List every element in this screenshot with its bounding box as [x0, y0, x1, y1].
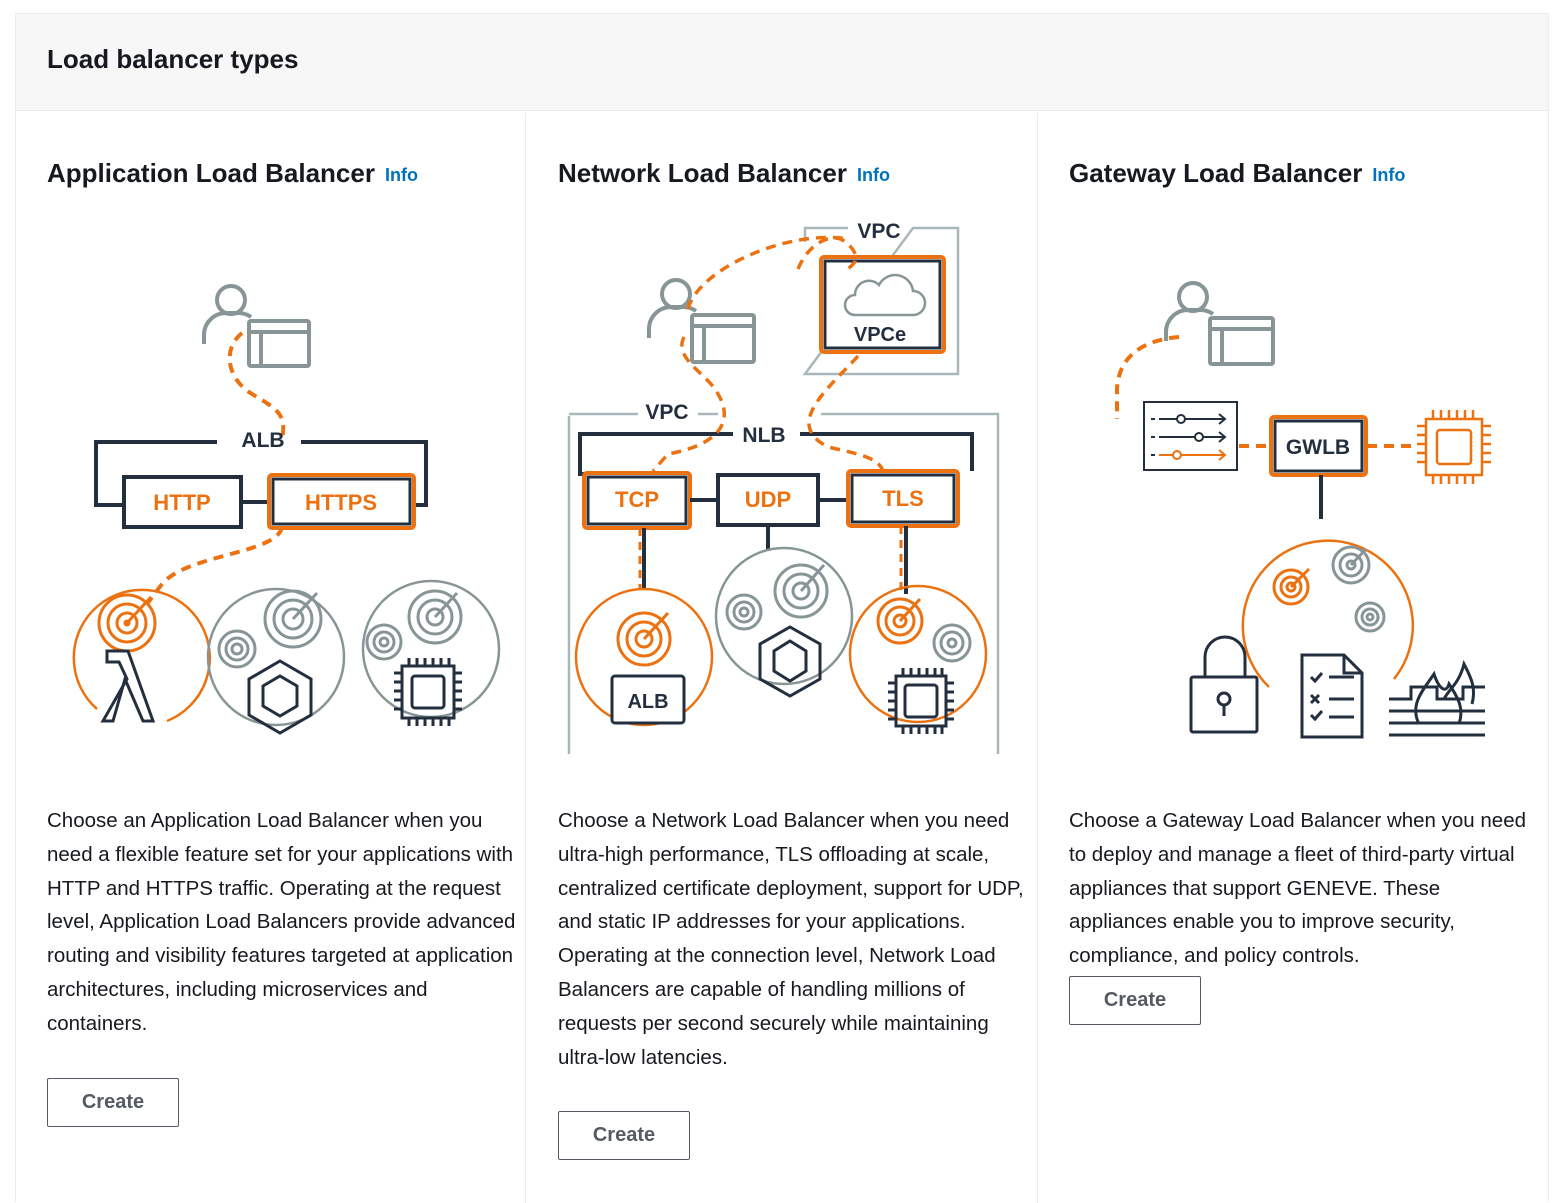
gwlb-title-text: Gateway Load Balancer: [1069, 158, 1363, 188]
alb-diagram: ALB HTTP HTTPS: [72, 284, 501, 735]
chip-icon: [888, 668, 954, 734]
target-icon: [1331, 545, 1386, 633]
instance-target-group: [361, 579, 501, 726]
connection-line: [145, 526, 284, 606]
user-browser-icon: [1164, 281, 1275, 366]
nlb-container-label: NLB: [742, 424, 785, 447]
connection-line: [796, 236, 858, 271]
vpce-label: VPCe: [854, 324, 906, 346]
alb-target-box: [610, 674, 686, 725]
panel-title: Load balancer types: [47, 44, 299, 74]
user-browser-icon: [647, 278, 756, 364]
target-icon: [616, 611, 672, 667]
lambda-icon: [100, 649, 156, 723]
nlb-description: Choose a Network Load Balancer when you …: [558, 809, 1024, 1069]
appliance-fleet-circle: [1241, 539, 1415, 688]
gwlb-box-label: GWLB: [1286, 436, 1350, 459]
target-icon: [97, 593, 157, 653]
instance-target-group: [848, 584, 988, 734]
alb-description: Choose an Application Load Balancer when…: [47, 809, 516, 1035]
alb-target-label: ALB: [627, 691, 668, 713]
panel-header: Load balancer types: [16, 14, 1548, 111]
connection-line: [807, 354, 885, 472]
vpc-main-label: VPC: [645, 401, 688, 424]
gwlb-info-link[interactable]: Info: [1372, 165, 1406, 185]
gwlb-diagram: GWLB: [1115, 281, 1491, 739]
container-target-group: [206, 587, 346, 735]
chip-icon: [394, 658, 462, 726]
nlb-title: Network Load Balancer Info: [558, 158, 890, 189]
target-icon: [876, 597, 924, 645]
compliance-document-icon: [1300, 653, 1364, 739]
gwlb-box: [1273, 419, 1364, 473]
nlb-title-text: Network Load Balancer: [558, 158, 847, 188]
alb-info-link[interactable]: Info: [384, 165, 418, 185]
alb-title: Application Load Balancer Info: [47, 158, 418, 189]
alb-create-button[interactable]: Create: [47, 1078, 179, 1127]
listener-box: [850, 473, 956, 524]
gwlb-title: Gateway Load Balancer Info: [1069, 158, 1405, 189]
alb-target-group: ALB: [574, 587, 714, 727]
load-balancer-types-panel: Load balancer types Application Load Bal…: [15, 13, 1549, 1203]
nlb-create-button[interactable]: Create: [558, 1111, 690, 1160]
container-target-group: [714, 546, 854, 698]
target-icon: [932, 623, 972, 663]
listener-box: [586, 475, 688, 526]
connection-line: [1115, 335, 1180, 419]
alb-container-label: ALB: [241, 429, 284, 452]
target-icon: [217, 589, 323, 669]
vpc-main-frame: [567, 412, 1000, 754]
lock-icon: [1189, 635, 1259, 734]
cloud-icon: [843, 273, 927, 317]
appliance-config-icon: [1143, 401, 1238, 471]
connection-line: [651, 336, 727, 473]
container-icon: [247, 659, 313, 735]
listener-udp-label: UDP: [745, 487, 791, 512]
gwlb-description: Choose a Gateway Load Balancer when you …: [1069, 809, 1527, 968]
nlb-container-frame: [800, 432, 974, 471]
chip-icon: [1417, 410, 1491, 484]
listener-https-label: HTTPS: [305, 490, 377, 515]
listener-box: [271, 477, 412, 526]
alb-container-frame: [301, 440, 428, 507]
target-icon: [725, 563, 829, 631]
listener-tls-label: TLS: [882, 486, 924, 511]
vpc-top-label: VPC: [857, 220, 900, 243]
vpce-box: [823, 259, 942, 350]
alb-container-frame: [94, 440, 217, 507]
connection-line: [686, 235, 849, 310]
nlb-diagram: VPC VPCe VPC NLB TCP: [567, 220, 1000, 754]
firewall-icon: [1389, 659, 1485, 737]
user-browser-icon: [202, 284, 311, 368]
gwlb-create-button[interactable]: Create: [1069, 976, 1201, 1025]
alb-title-text: Application Load Balancer: [47, 158, 375, 188]
connection-line: [227, 331, 286, 440]
column-divider: [1037, 113, 1038, 1203]
target-icon: [1272, 567, 1311, 606]
listener-tcp-label: TCP: [615, 487, 659, 512]
nlb-info-link[interactable]: Info: [856, 165, 890, 185]
lambda-target-group: [72, 588, 212, 723]
container-icon: [758, 625, 822, 698]
listener-http-label: HTTP: [153, 490, 210, 515]
column-divider: [525, 113, 526, 1203]
target-icon: [365, 589, 463, 661]
